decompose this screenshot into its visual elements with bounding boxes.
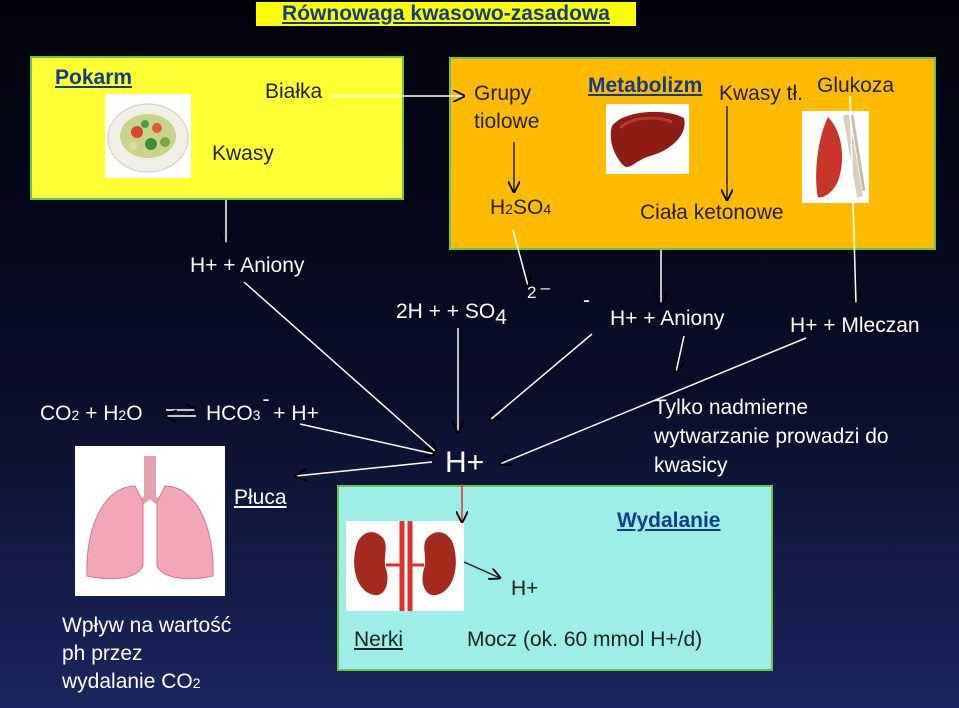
food-heading: Pokarm [55,66,133,89]
ketone-bodies-label: Ciała ketonowe [640,201,784,224]
sulfate-charge: 2– [527,278,550,302]
bicarbonate-label: HCO3- + H+ [206,388,319,425]
page-title: Równowaga kwasowo-zasadowa [256,2,636,26]
central-h-plus: H+ [445,446,485,479]
lactate-ions-label: H+ + Mleczan [790,314,920,337]
sulfate-ions-label: 2H + + SO4 [396,300,507,329]
food-plate-image [105,94,191,178]
note-line3: kwasicy [654,454,728,477]
protein-label: Białka [265,80,323,103]
ketone-anion-minus: - [583,289,590,312]
thiol-groups-line1: Grupy [474,82,532,105]
urine-label: Mocz (ok. 60 mmol H+/d) [467,628,703,651]
excretion-heading: Wydalanie [617,509,721,532]
note-line1: Tylko nadmierne [654,396,809,419]
middle-ions-label: H+ + Aniony [610,307,725,330]
fatty-acids-label: Kwasy tł. [719,82,804,105]
liver-image [606,104,689,174]
lungs-image [75,446,225,596]
note-line2: wytwarzanie prowadzi do [654,425,889,448]
effect-line1: Wpływ na wartość [62,614,232,637]
food-box [30,56,404,200]
kidneys-image [346,521,464,611]
bicarbonate-equation: CO2 + H2O [40,402,143,425]
left-ions-label: H+ + Aniony [190,254,305,277]
glucose-label: Glukoza [817,74,895,97]
lungs-label: Płuca [234,486,287,509]
sulfuric-acid-label: H2SO4 [490,196,552,219]
effect-line3: wydalanie CO2 [62,670,201,693]
kidneys-label: Nerki [354,628,404,651]
excreted-h-plus: H+ [511,577,539,600]
thiol-groups-line2: tiolowe [474,110,540,133]
effect-line2: ph przez [62,642,143,665]
muscle-image [802,111,869,203]
metabolism-heading: Metabolizm [588,74,703,97]
acids-label: Kwasy [212,142,274,165]
